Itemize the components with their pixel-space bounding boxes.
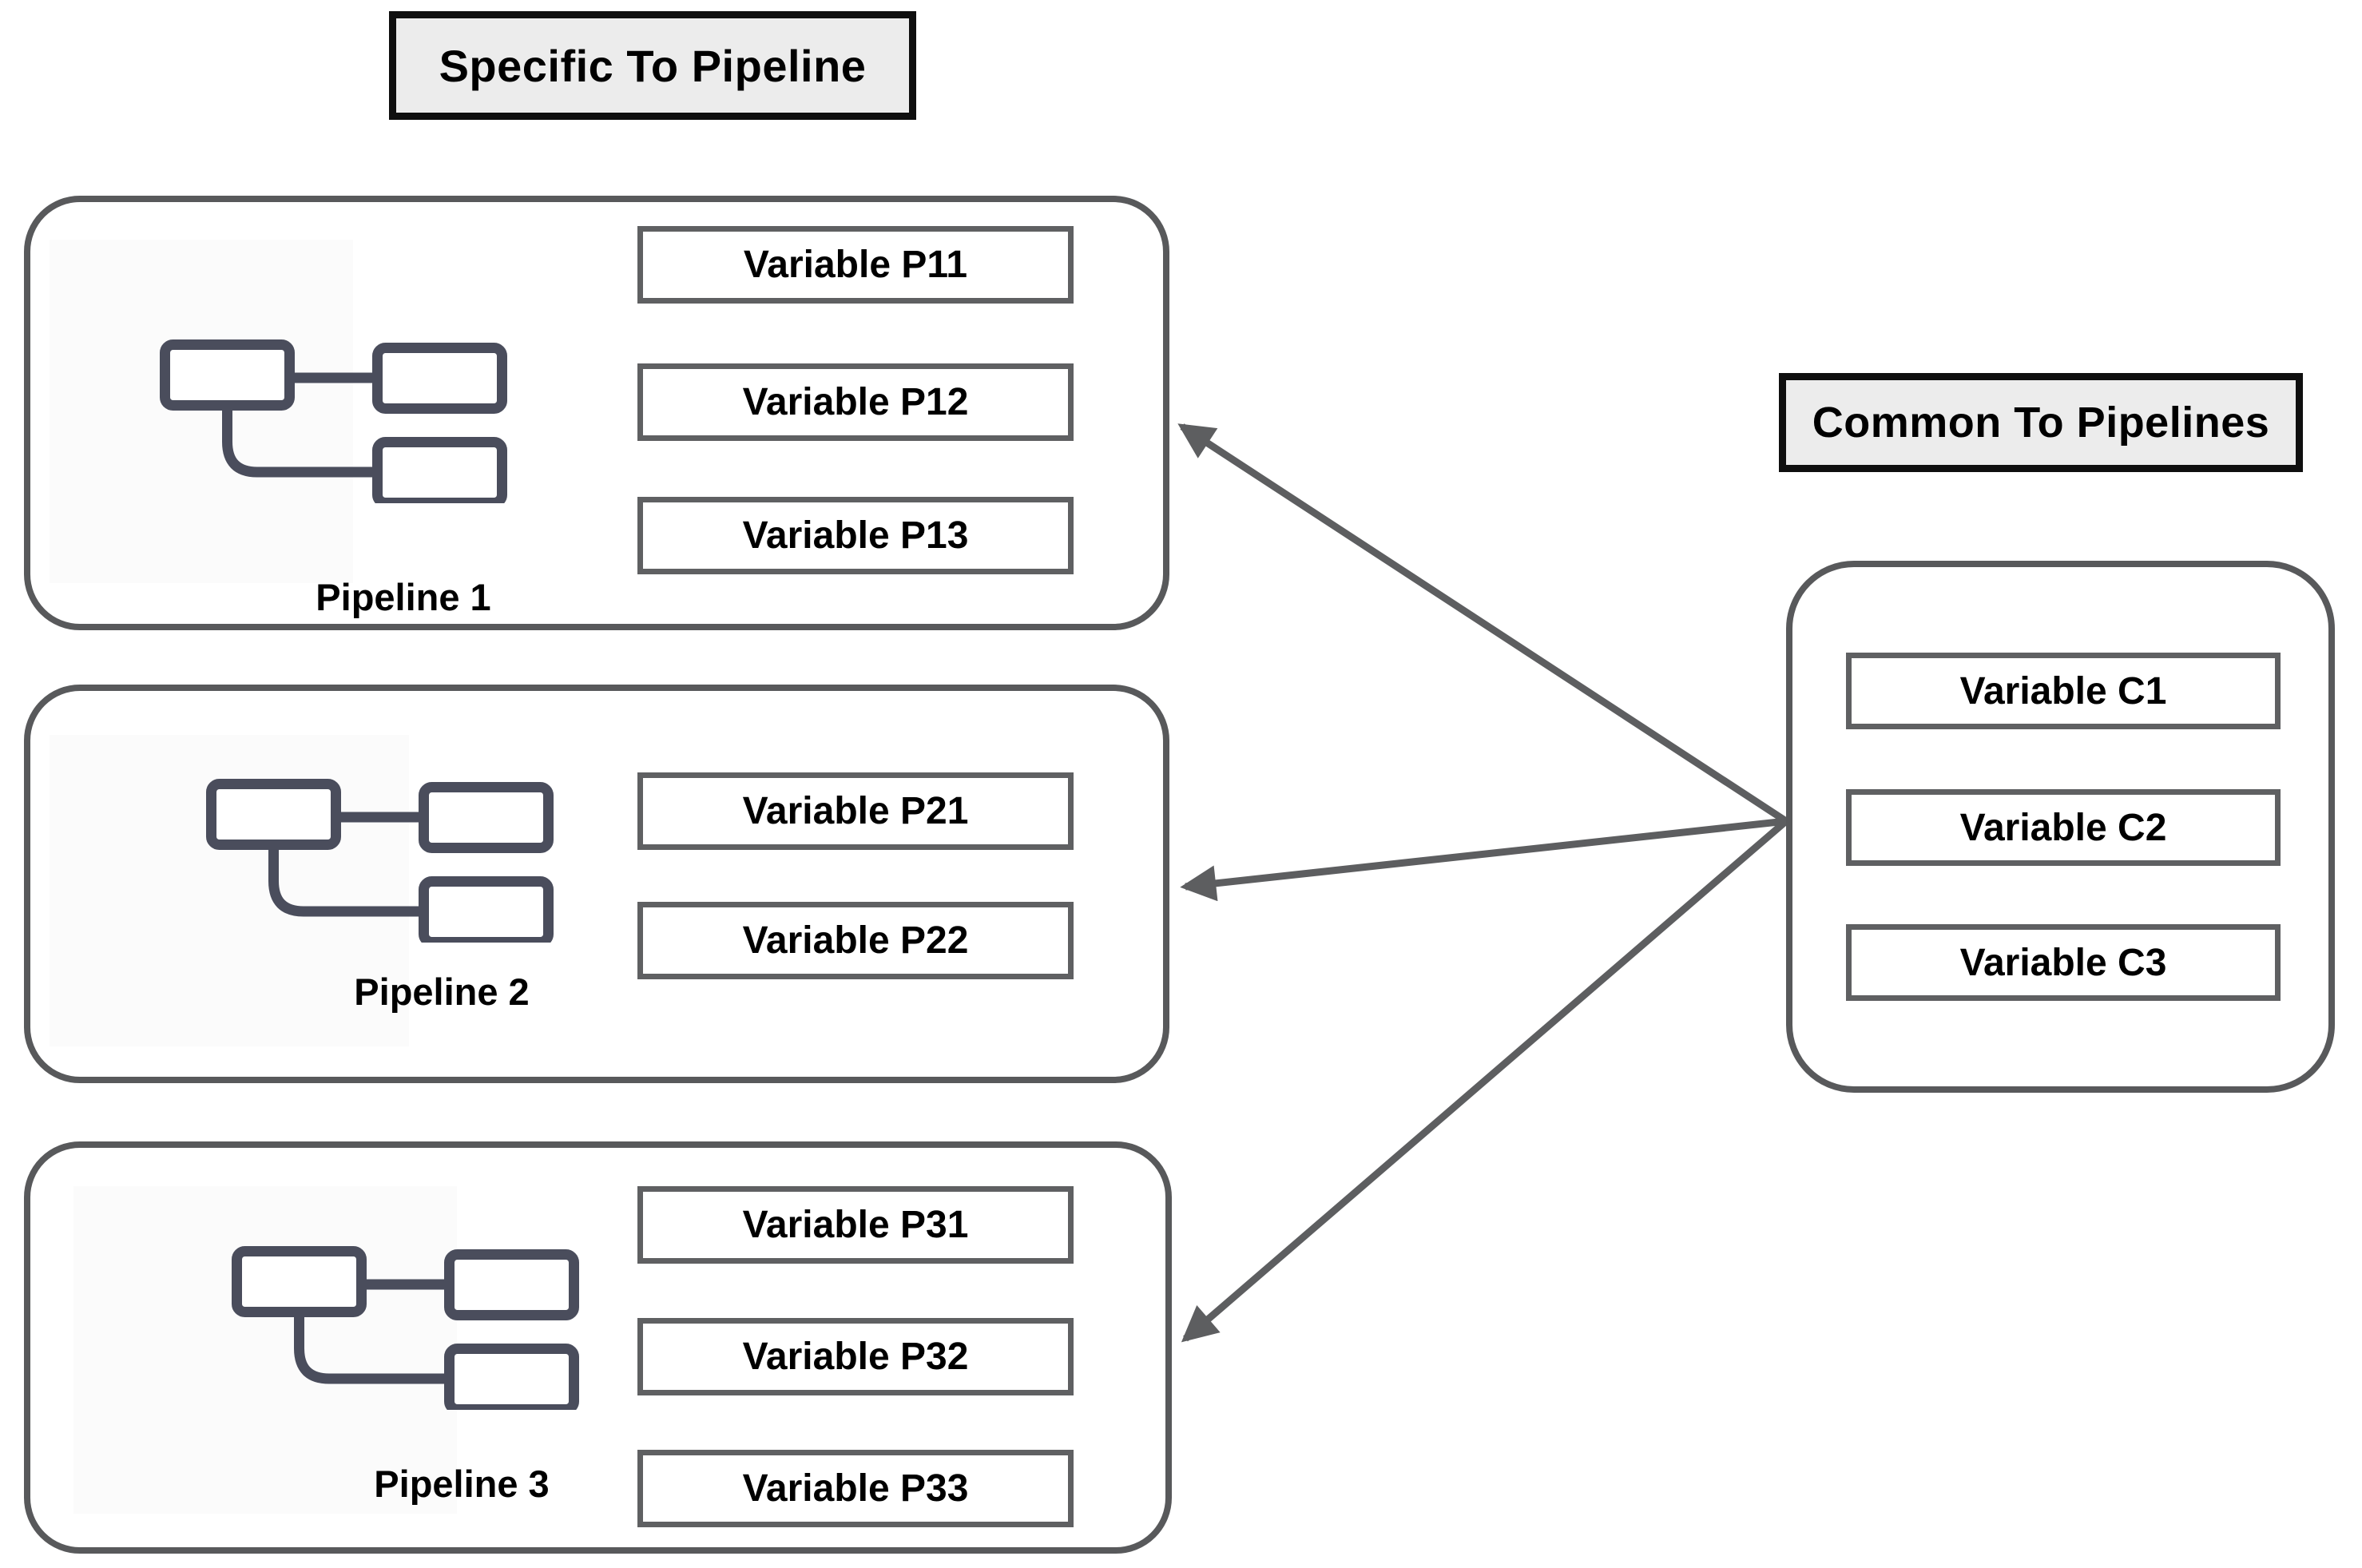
variable-box-p13: Variable P13 xyxy=(637,497,1074,574)
specific-title-box: Specific To Pipeline xyxy=(389,11,916,120)
variable-box-c2: Variable C2 xyxy=(1846,789,2281,866)
variable-box-p31: Variable P31 xyxy=(637,1186,1074,1264)
pipeline-1-icon-backdrop xyxy=(50,240,353,583)
variable-box-c3: Variable C3 xyxy=(1846,924,2281,1001)
common-title-box: Common To Pipelines xyxy=(1779,373,2303,472)
specific-title-label: Specific To Pipeline xyxy=(439,40,867,91)
variable-box-p21: Variable P21 xyxy=(637,772,1074,850)
variable-box-p32: Variable P32 xyxy=(637,1318,1074,1395)
pipeline-3-icon-backdrop xyxy=(73,1186,457,1514)
pipeline-2-label: Pipeline 2 xyxy=(354,971,530,1013)
variable-box-p22: Variable P22 xyxy=(637,902,1074,979)
flowchart-icon xyxy=(160,339,507,503)
flowchart-icon xyxy=(232,1246,579,1410)
common-title-label: Common To Pipelines xyxy=(1812,399,2270,447)
arrow-common-to-pipeline-3 xyxy=(1181,818,1788,1343)
variable-box-p12: Variable P12 xyxy=(637,363,1074,441)
arrow-common-to-pipeline-1 xyxy=(1177,423,1788,824)
variable-box-p11: Variable P11 xyxy=(637,226,1074,304)
pipeline-3-label: Pipeline 3 xyxy=(374,1463,550,1505)
variable-box-p33: Variable P33 xyxy=(637,1450,1074,1527)
variable-box-c1: Variable C1 xyxy=(1846,653,2281,729)
pipeline-1-label: Pipeline 1 xyxy=(316,576,491,618)
flowchart-icon xyxy=(206,779,554,943)
arrow-common-to-pipeline-2 xyxy=(1180,817,1787,902)
